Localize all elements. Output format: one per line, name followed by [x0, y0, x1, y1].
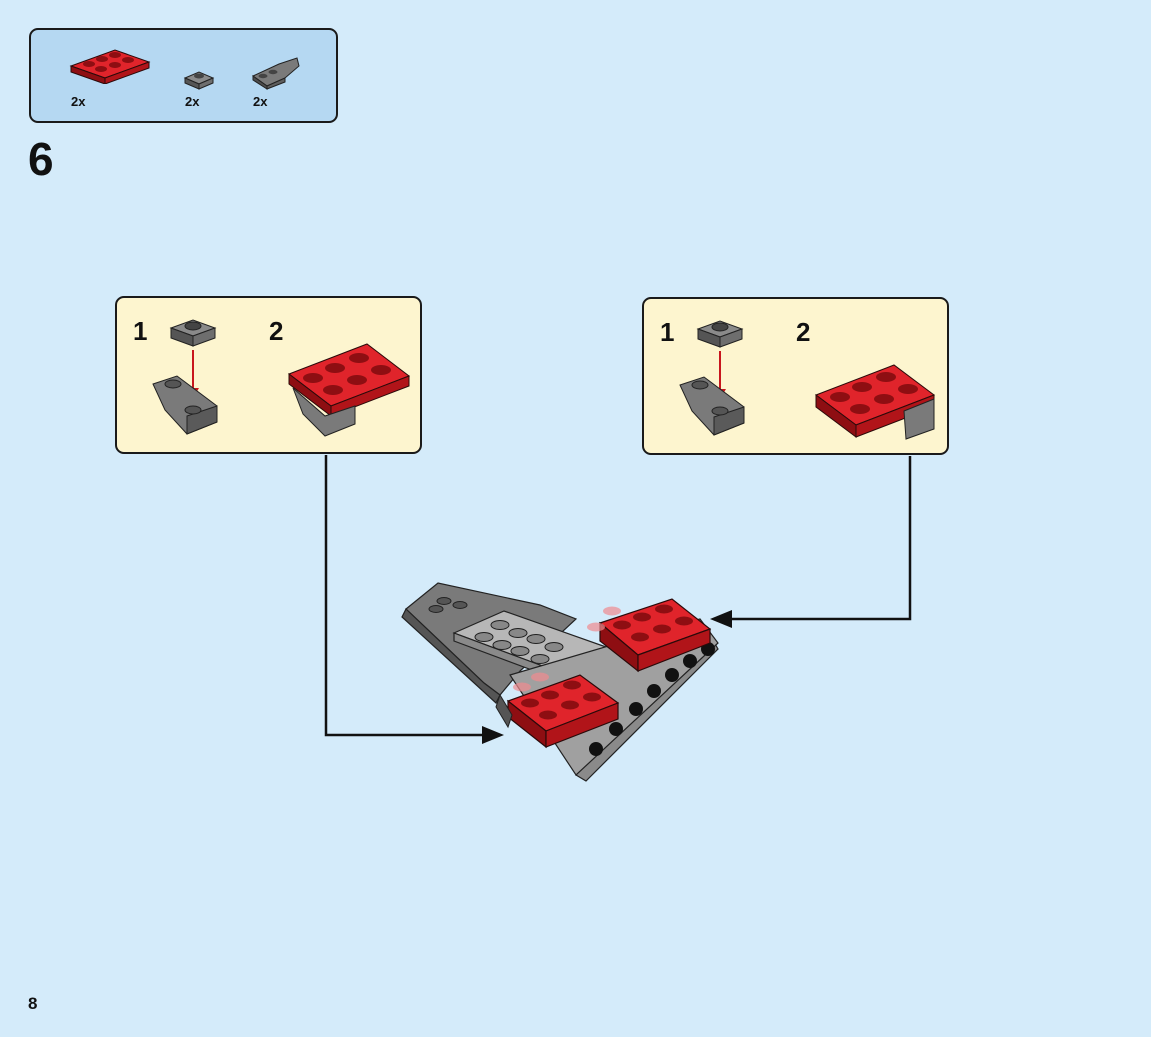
sub-step-label-1: 1	[660, 317, 675, 347]
step-number: 6	[28, 133, 54, 185]
sub-assembly-left-drawing	[152, 319, 411, 437]
right-connector-line	[726, 456, 912, 621]
sub-step-label-1: 1	[133, 316, 148, 346]
left-connector-line	[324, 455, 490, 737]
sub-assembly-left: 1 2	[115, 296, 422, 454]
right-connector-arrowhead	[710, 610, 732, 628]
red-plate-quantity: 2x	[71, 94, 86, 109]
main-model-drawing	[401, 582, 719, 782]
parts-list-box: 2x 2x 2x	[29, 28, 338, 123]
red-plate-part	[69, 44, 151, 84]
gray-slope-part	[249, 54, 303, 90]
gray-plate-part	[183, 68, 215, 90]
sub-step-label-2: 2	[269, 316, 284, 346]
sub-assembly-right-drawing	[679, 320, 936, 440]
left-connector-arrowhead	[482, 726, 504, 744]
sub-assembly-right: 1 2	[642, 297, 949, 455]
sub-step-label-2: 2	[796, 317, 811, 347]
gray-slope-quantity: 2x	[253, 94, 268, 109]
page-number: 8	[28, 994, 38, 1013]
gray-plate-quantity: 2x	[185, 94, 200, 109]
